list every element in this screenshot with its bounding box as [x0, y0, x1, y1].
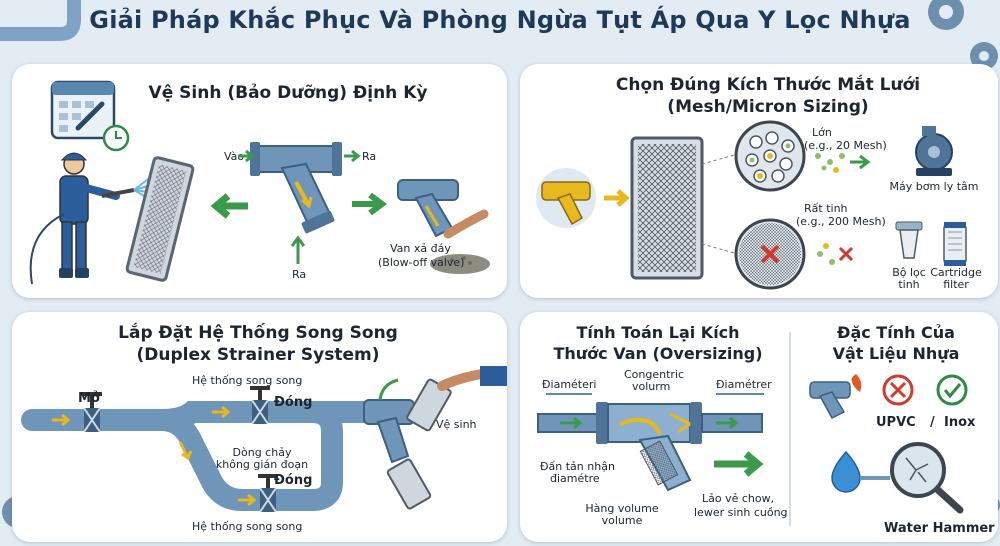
- fine-filter-icon: [895, 221, 923, 259]
- strainer-cleaning: [363, 366, 507, 510]
- coarse-mesh-zoom: [734, 120, 806, 192]
- dia-right-label: Điamétrer: [716, 378, 772, 391]
- filter-label-1: Bộ lọc: [892, 266, 926, 279]
- out-label: Ra: [362, 150, 376, 163]
- inox-label: Inox: [944, 415, 976, 430]
- clean-label: Vệ sinh: [436, 418, 477, 431]
- panel-periodic-cleaning: Vệ Sinh (Bảo Dưỡng) Định Kỳ: [12, 64, 507, 298]
- fine-mesh-zoom: [734, 218, 806, 290]
- volume-label-1: Hàng volume: [585, 502, 658, 515]
- panel3-title-1: Lắp Đặt Hệ Thống Song Song: [118, 322, 398, 343]
- panel5-title-2: Vật Liệu Nhựa: [833, 344, 960, 363]
- flow-label-2: không gián đoạn: [216, 458, 308, 471]
- blowoff-label-2: (Blow-off valve): [378, 256, 464, 269]
- upvc-label: UPVC: [876, 415, 916, 430]
- calendar-wrench-icon: [50, 80, 130, 152]
- valve-top: [250, 386, 270, 425]
- crack-magnifier-icon: [890, 442, 964, 514]
- panel-oversizing-materials: Tính Toán Lại Kích Thước Van (Oversizing…: [520, 312, 998, 542]
- flow-arrow-left: [210, 193, 248, 219]
- dia-left-label: Điaméteri: [542, 378, 596, 391]
- filter-label-2: tinh: [898, 278, 919, 291]
- panel-mesh-sizing: Chọn Đúng Kích Thước Mắt Lưới (Mesh/Micr…: [520, 64, 998, 298]
- cartridge-filter-icon: [943, 222, 967, 266]
- note-right-2: lewer sinh cuồng: [694, 506, 788, 519]
- flow-arrows: [52, 405, 257, 507]
- slash-label: /: [930, 415, 935, 430]
- mesh-screen: [125, 156, 195, 282]
- note-right-1: Lảo vẻ chow,: [702, 492, 774, 505]
- concentric-label-1: Congentric: [624, 368, 684, 381]
- plastic-strainer-fire-icon: [809, 374, 862, 419]
- open-label: Mở: [78, 391, 101, 406]
- panel5-title-1: Đặc Tính Của: [837, 323, 955, 342]
- blowoff-label-1: Van xả đáy: [390, 242, 451, 255]
- oversized-strainer: [537, 402, 763, 492]
- close-top-label: Đóng: [274, 395, 312, 410]
- panel3-title-2: (Duplex Strainer System): [137, 345, 380, 365]
- inox-check-icon: [936, 374, 968, 406]
- yellow-strainer-icon: [536, 168, 596, 228]
- water-hammer-label: Water Hammer: [884, 521, 995, 536]
- y-strainer-blowoff: [397, 179, 490, 274]
- fine-particles: [817, 243, 854, 265]
- note-left-2: điamétre: [550, 472, 600, 485]
- valve-inlet: [82, 392, 102, 433]
- fine-example: (e.g., 200 Mesh): [796, 215, 886, 228]
- water-drop-icon: [831, 450, 890, 493]
- worker-figure: [29, 152, 135, 285]
- note-left-1: Đấn tản nhận: [540, 460, 615, 473]
- centrifugal-pump-icon: [915, 126, 953, 176]
- top-system-label: Hệ thống song song: [192, 374, 302, 387]
- page-title: Giải Pháp Khắc Phục Và Phòng Ngừa Tụt Áp…: [89, 6, 911, 34]
- y-strainer-main: [250, 142, 342, 234]
- in-label: Vào: [224, 150, 244, 163]
- panel4-title-2: Thước Van (Oversizing): [553, 344, 762, 363]
- bottom-out-label: Ra: [292, 268, 306, 281]
- fine-label: Rất tinh: [804, 202, 848, 215]
- close-bottom-label: Đóng: [274, 473, 312, 488]
- coarse-particles: [815, 153, 845, 171]
- flow-label-1: Dòng chảy: [233, 446, 292, 459]
- coarse-label: Lớn: [812, 126, 832, 139]
- concentric-label-2: volurm: [632, 380, 670, 393]
- panel2-title-2: (Mesh/Micron Sizing): [667, 97, 868, 117]
- panel2-title-1: Chọn Đúng Kích Thước Mắt Lưới: [616, 74, 920, 95]
- pump-label: Máy bơm ly tâm: [890, 180, 979, 193]
- panel4-title-1: Tính Toán Lại Kích: [576, 323, 739, 342]
- volume-label-2: volume: [602, 514, 643, 527]
- cartridge-label-2: filter: [943, 278, 969, 291]
- duplex-piping: [21, 401, 383, 511]
- valve-bottom: [258, 474, 278, 513]
- panel-duplex-system: Lắp Đặt Hệ Thống Song Song (Duplex Strai…: [12, 312, 507, 542]
- bottom-system-label: Hệ thống song song: [192, 520, 302, 533]
- upvc-reject-icon: [882, 374, 914, 406]
- cartridge-label-1: Cartridge: [930, 266, 982, 279]
- coarse-example: (e.g., 20 Mesh): [804, 139, 887, 152]
- panel1-title: Vệ Sinh (Bảo Dưỡng) Định Kỳ: [149, 83, 428, 103]
